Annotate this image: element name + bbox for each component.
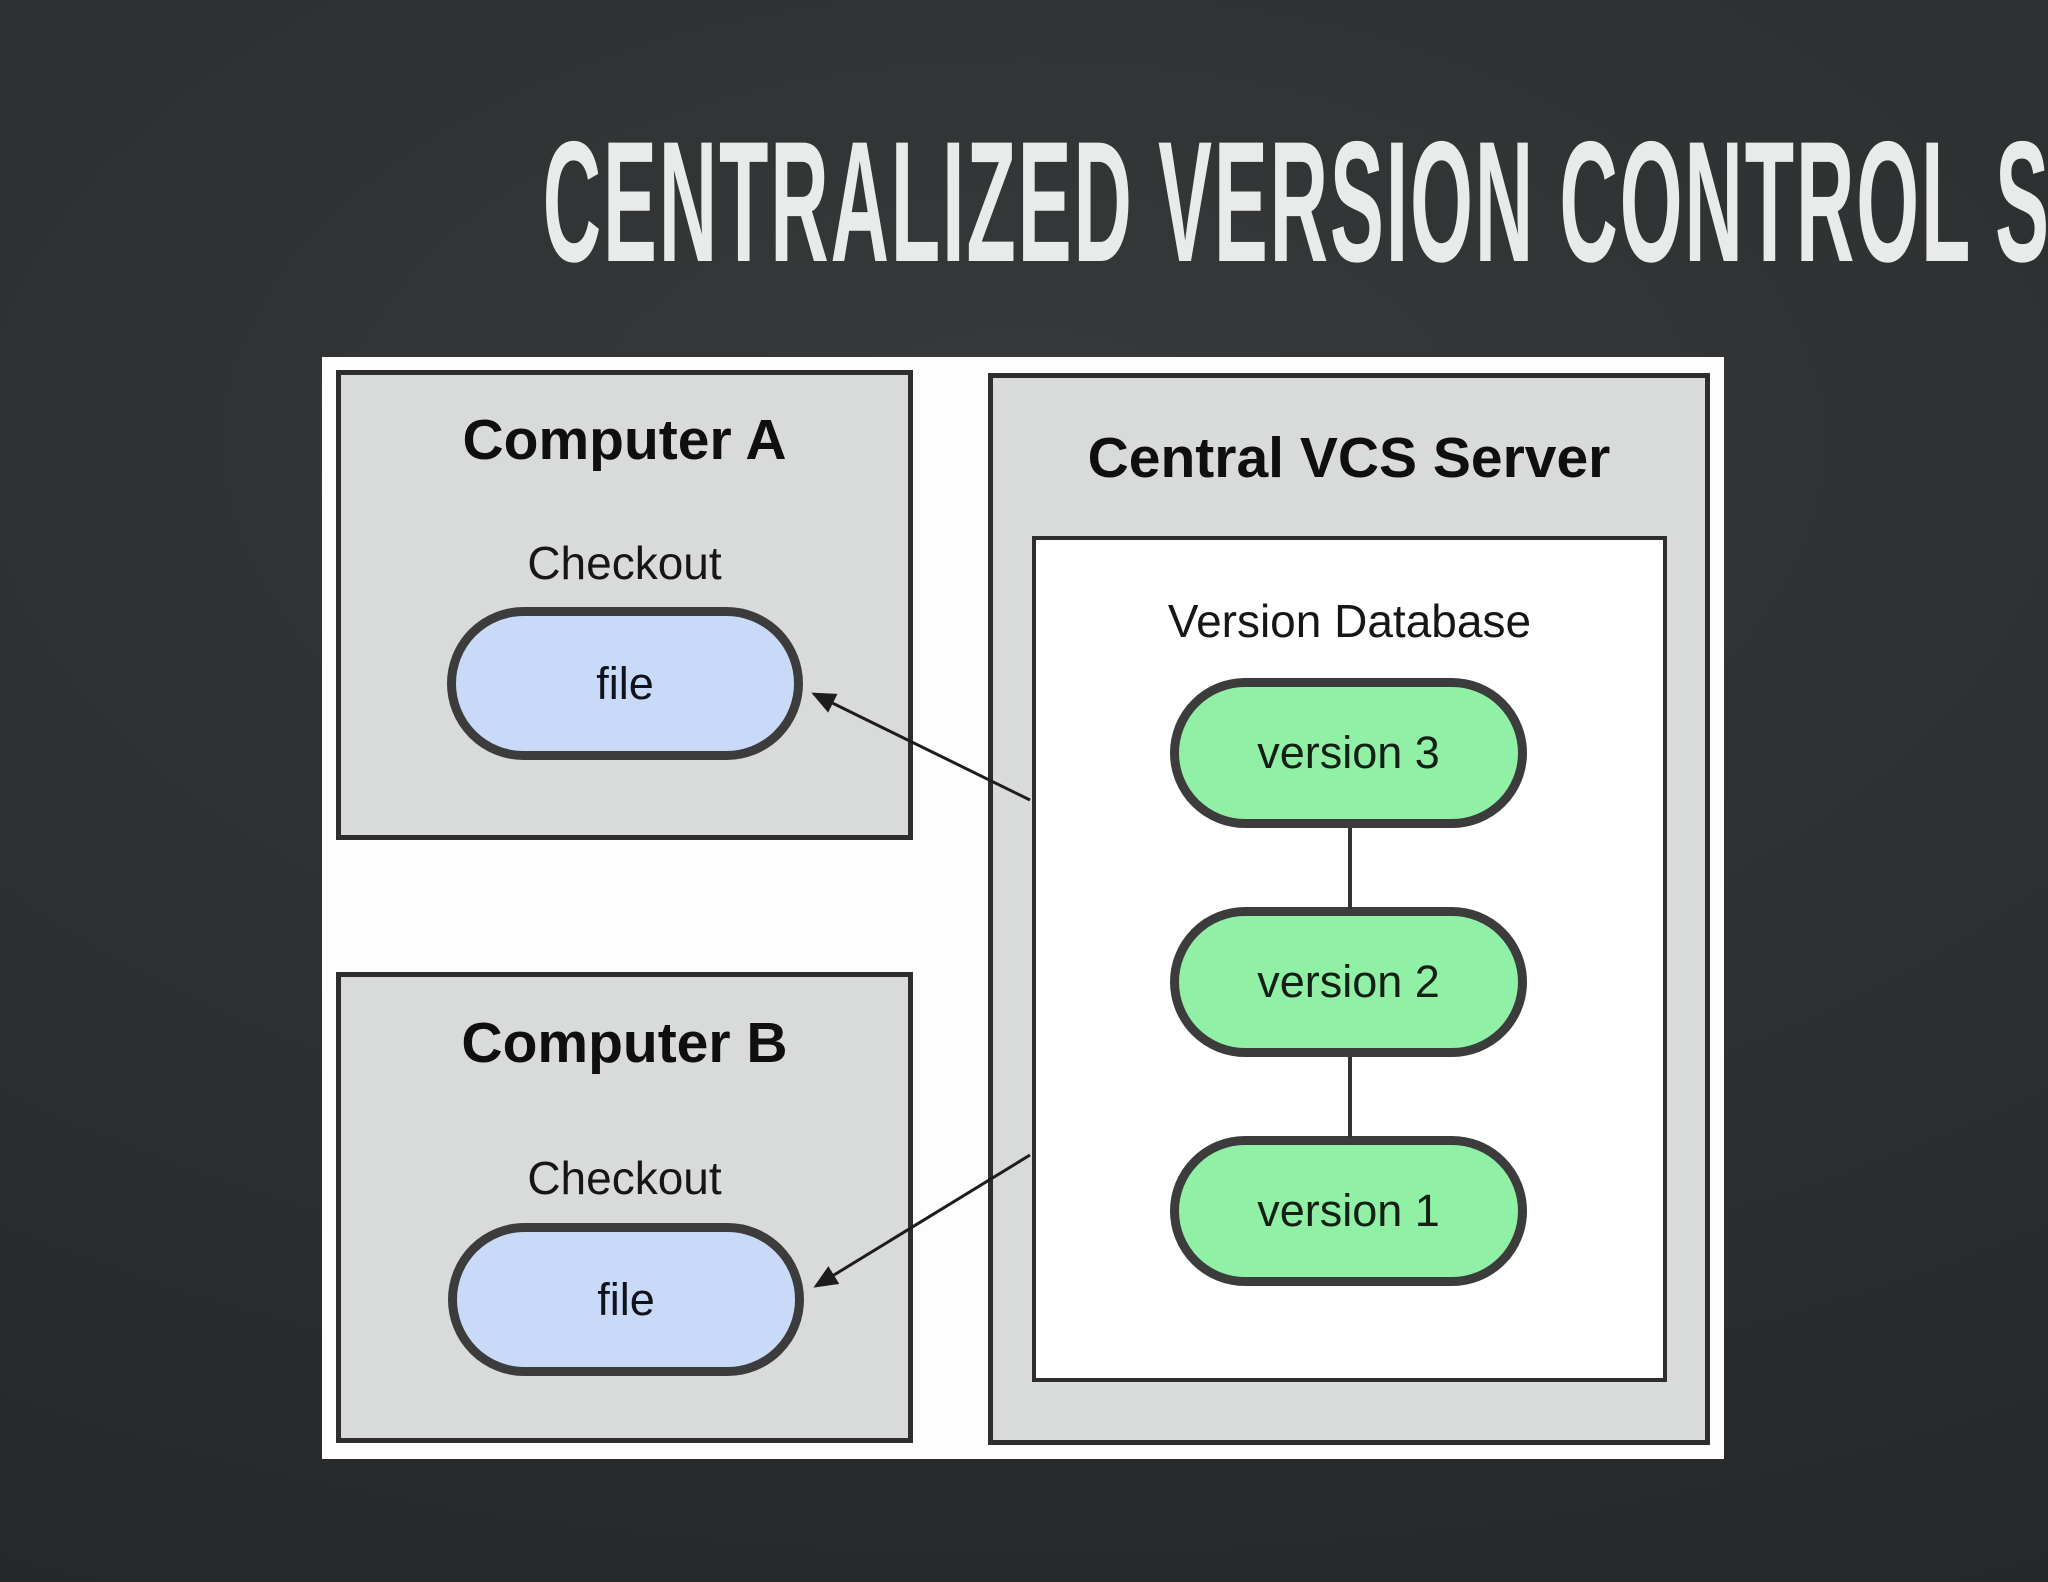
computer-b-checkout-label: Checkout [527,1152,722,1204]
computer-a-file-node: file [447,607,803,760]
computer-b-file-node: file [448,1223,804,1376]
diagram-panel: Computer A Checkout file Computer B Chec… [322,357,1724,1459]
version-2-node: version 2 [1170,907,1527,1057]
version-database-title: Version Database [1167,595,1532,647]
version-3-label: version 3 [1257,727,1440,778]
computer-b-title: Computer B [461,1011,788,1075]
computer-b-file-label: file [597,1273,655,1325]
version-2-label: version 2 [1257,956,1440,1007]
computer-a-checkout-label: Checkout [527,537,722,589]
version-3-node: version 3 [1170,678,1527,828]
slide-title: CENTRALIZED VERSION CONTROL SYSTEM [542,106,2048,298]
version-1-node: version 1 [1170,1136,1527,1286]
central-vcs-server-title: Central VCS Server [1087,426,1611,490]
computer-a-file-label: file [596,657,654,709]
computer-a-title: Computer A [462,408,787,472]
version-1-label: version 1 [1257,1185,1440,1236]
